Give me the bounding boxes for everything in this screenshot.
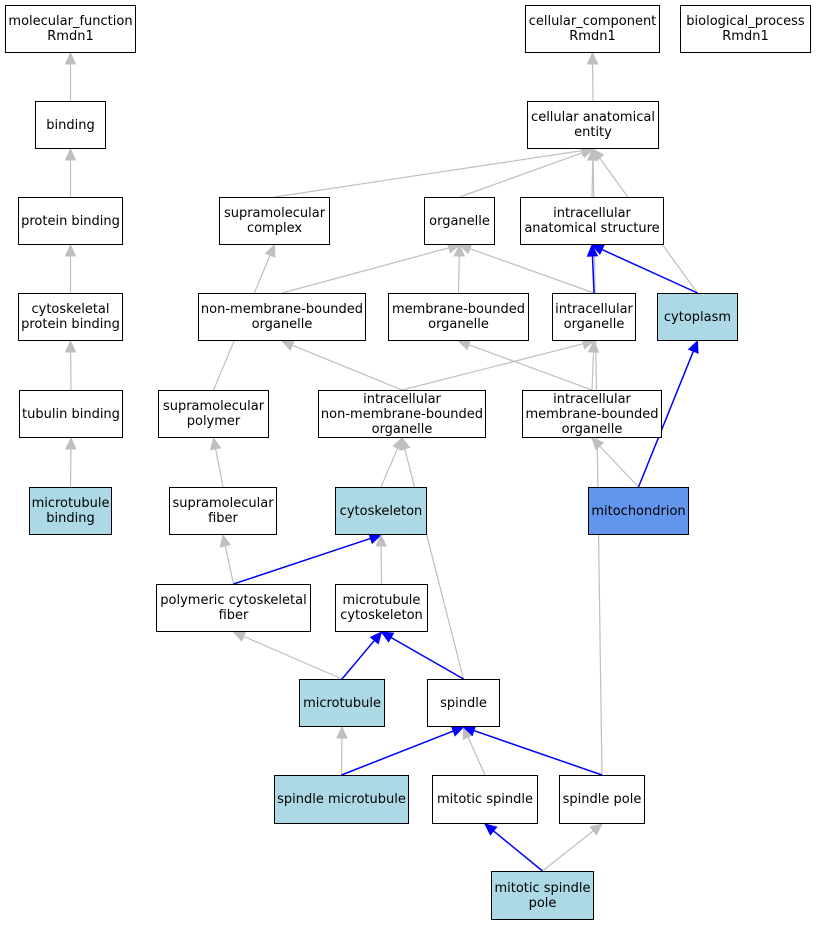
node-supramolecular-polymer[interactable]: supramolecular polymer <box>158 390 269 438</box>
node-mitotic-spindle-pole[interactable]: mitotic spindle pole <box>491 871 594 920</box>
edge-arrowhead <box>264 243 276 258</box>
edge-spindle_microtubule-to-spindle <box>341 730 454 776</box>
edge-polymeric_cytoskeletal_fiber-to-supramolecular_fiber <box>224 545 235 585</box>
edge-cytoskeleton-to-intracellular_nmb_organelle <box>380 447 399 488</box>
edge-arrowhead <box>587 147 599 161</box>
edge-polymeric_cytoskeletal_fiber-to-cytoskeleton <box>233 537 371 585</box>
edge-arrowhead <box>65 436 77 450</box>
node-organelle[interactable]: organelle <box>424 197 495 245</box>
edge-intracellular_mb_organelle-to-intracellular_organelle <box>591 351 595 391</box>
edge-arrowhead <box>587 339 600 353</box>
edge-arrowhead <box>590 244 605 256</box>
node-intracellular-anatomical-structure[interactable]: intracellular anatomical structure <box>520 197 664 245</box>
node-non-membrane-bounded-organelle[interactable]: non-membrane-bounded organelle <box>198 293 366 341</box>
node-cytoplasm[interactable]: cytoplasm <box>657 293 738 341</box>
edge-arrowhead <box>369 631 383 645</box>
edge-arrowhead <box>64 243 77 257</box>
node-membrane-bounded-organelle[interactable]: membrane-bounded organelle <box>388 293 529 341</box>
edge-arrowhead <box>64 51 77 65</box>
node-cytoskeletal-protein-binding[interactable]: cytoskeletal protein binding <box>18 293 123 341</box>
node-supramolecular-complex[interactable]: supramolecular complex <box>219 197 330 245</box>
edge-arrowhead <box>586 243 599 257</box>
node-spindle-microtubule[interactable]: spindle microtubule <box>274 775 409 824</box>
node-intracellular-mb-organelle[interactable]: intracellular membrane-bounded organelle <box>522 390 662 438</box>
edge-arrowhead <box>687 339 699 354</box>
edge-arrowhead <box>591 437 605 451</box>
edge-arrowhead <box>219 533 232 548</box>
edge-arrowhead <box>457 339 472 351</box>
edge-mitochondrion-to-cytoplasm <box>637 350 695 488</box>
edge-arrowhead <box>375 533 387 547</box>
node-bp-root[interactable]: biological_process Rmdn1 <box>680 5 811 53</box>
node-mitochondrion[interactable]: mitochondrion <box>588 487 689 535</box>
node-microtubule[interactable]: microtubule <box>299 679 385 727</box>
edge-intracellular_mb_organelle-to-membrane_bounded_organelle <box>468 344 593 391</box>
node-cytoskeleton[interactable]: cytoskeleton <box>335 487 427 535</box>
edge-spindle_pole-to-spindle <box>473 729 603 776</box>
edge-supramolecular_complex-to-cellular_anatomical_entity <box>274 150 583 198</box>
edge-arrowhead <box>589 823 603 836</box>
edge-microtubule-to-polymeric_cytoskeletal_fiber <box>243 635 343 680</box>
edge-arrowhead <box>399 436 411 451</box>
edge-intracellular_nmb_organelle-to-non_membrane_bounded_organelle <box>291 344 403 391</box>
node-cellular-anatomical-entity[interactable]: cellular anatomical entity <box>527 101 659 149</box>
edge-arrowhead <box>453 243 466 257</box>
edge-arrowhead <box>380 631 395 643</box>
edge-arrowhead <box>64 339 77 353</box>
edge-arrowhead <box>232 631 247 642</box>
edge-arrowhead <box>450 725 465 737</box>
edge-mitotic_spindle-to-spindle <box>467 736 486 776</box>
node-intracellular-organelle[interactable]: intracellular organelle <box>552 293 636 341</box>
edge-organelle-to-cellular_anatomical_entity <box>459 152 583 198</box>
node-mf-root[interactable]: molecular_function Rmdn1 <box>5 5 136 53</box>
edge-arrowhead <box>336 725 348 739</box>
edge-arrowhead <box>64 147 77 161</box>
edge-spindle-to-intracellular_nmb_organelle <box>404 448 465 680</box>
edge-mitotic_spindle_pole-to-mitotic_spindle <box>493 830 543 872</box>
edge-intracellular_anatomical_structure-to-cellular_anatomical_entity <box>591 159 594 198</box>
edge-arrowhead <box>484 823 498 836</box>
node-intracellular-nmb-organelle[interactable]: intracellular non-membrane-bounded organ… <box>318 390 486 438</box>
edge-arrowhead <box>210 436 222 451</box>
edge-supramolecular_fiber-to-supramolecular_polymer <box>215 448 224 488</box>
edge-arrowhead <box>586 51 599 65</box>
edge-mitotic_spindle_pole-to-spindle_pole <box>542 830 594 872</box>
edge-intracellular_organelle-to-organelle <box>469 248 595 294</box>
node-protein-binding[interactable]: protein binding <box>18 197 123 245</box>
node-microtubule-cytoskeleton[interactable]: microtubule cytoskeleton <box>335 584 428 632</box>
node-polymeric-cytoskeletal-fiber[interactable]: polymeric cytoskeletal fiber <box>156 584 311 632</box>
edge-intracellular_nmb_organelle-to-intracellular_organelle <box>401 343 584 391</box>
edge-mitochondrion-to-intracellular_mb_organelle <box>599 445 639 488</box>
node-spindle-pole[interactable]: spindle pole <box>559 775 645 824</box>
edge-spindle_pole-to-cellular_anatomical_entity <box>592 159 603 776</box>
node-cc-root[interactable]: cellular_component Rmdn1 <box>525 5 660 53</box>
edge-non_membrane_bounded_organelle-to-organelle <box>281 247 450 294</box>
edge-arrowhead <box>280 339 295 351</box>
edge-spindle-to-microtubule_cytoskeleton <box>390 636 464 680</box>
edge-cytoplasm-to-intracellular_anatomical_structure <box>601 248 698 294</box>
node-microtubule-binding[interactable]: microtubule binding <box>29 487 112 535</box>
edge-membrane_bounded_organelle-to-organelle <box>457 255 460 294</box>
node-binding[interactable]: binding <box>35 101 106 149</box>
edge-microtubule-to-microtubule_cytoskeleton <box>341 639 375 680</box>
node-mitotic-spindle[interactable]: mitotic spindle <box>432 775 538 824</box>
node-supramolecular-fiber[interactable]: supramolecular fiber <box>169 487 277 535</box>
edge-intracellular_organelle-to-intracellular_anatomical_structure <box>591 255 595 294</box>
node-spindle[interactable]: spindle <box>427 679 500 727</box>
node-tubulin-binding[interactable]: tubulin binding <box>19 390 123 438</box>
